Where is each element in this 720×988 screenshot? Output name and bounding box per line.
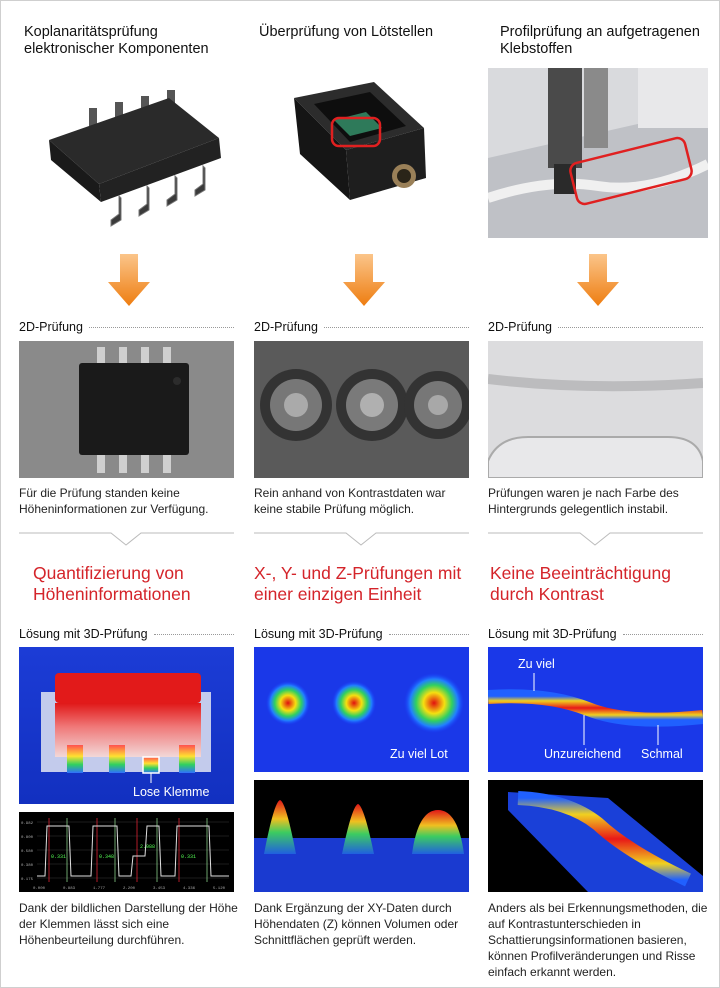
graph-y-tick: 0.580 [21, 850, 34, 854]
graph-x-tick: 3.453 [153, 887, 166, 891]
column-title: Überprüfung von Lötstellen [259, 24, 434, 40]
column-title: Profilprüfung an aufgetragenen Klebstoff… [500, 24, 700, 57]
divider-notch [488, 532, 703, 546]
solder-3d-heatmap: Zu viel Lot [254, 647, 469, 772]
section-3d-header: Lösung mit 3D-Prüfung [19, 626, 234, 642]
description-2d: Rein anhand von Kontrastdaten war keine … [254, 486, 446, 516]
ic-chip-photo [19, 68, 239, 238]
graph-x-tick: 1.777 [93, 887, 106, 891]
graph-value-3: 2.088 [140, 844, 155, 850]
section-2d-label: 2D-Prüfung [488, 320, 552, 334]
column-adhesive-profile: Profilprüfung an aufgetragenen Klebstoff… [488, 0, 708, 988]
headline: Keine Beeinträchtigung durch Kontrast [490, 563, 671, 604]
graph-value-4: 0.331 [181, 854, 196, 860]
section-3d-label: Lösung mit 3D-Prüfung [254, 627, 383, 641]
down-arrow-icon [577, 254, 619, 306]
callout-narrow: Schmal [641, 747, 683, 761]
solder-3d-mounds [254, 780, 469, 892]
column-title: Koplanaritätsprüfung elektronischer Komp… [24, 24, 209, 57]
chip-3d-heatmap: Lose Klemme [19, 647, 234, 804]
headline: Quantifizierung von Höheninformationen [33, 563, 191, 604]
callout-loose-pin: Lose Klemme [133, 785, 210, 799]
section-2d-header: 2D-Prüfung [488, 319, 703, 335]
graph-value-1: 0.331 [51, 854, 66, 860]
divider-notch [19, 532, 234, 546]
graph-y-tick: 0.800 [21, 836, 34, 840]
headline: X-, Y- und Z-Prüfungen mit einer einzige… [254, 563, 462, 604]
section-2d-label: 2D-Prüfung [254, 320, 318, 334]
section-2d-header: 2D-Prüfung [19, 319, 234, 335]
graph-x-tick: 0.883 [63, 887, 76, 891]
section-2d-label: 2D-Prüfung [19, 320, 83, 334]
description-3d: Dank der bildlichen Darstellung der Höhe… [19, 901, 238, 947]
callout-too-much-solder: Zu viel Lot [390, 747, 448, 761]
graph-y-tick: 0.982 [21, 822, 34, 826]
callout-too-much: Zu viel [518, 657, 555, 671]
graph-y-tick: 0.175 [21, 878, 34, 882]
adhesive-3d-surface [488, 780, 703, 892]
section-3d-header: Lösung mit 3D-Prüfung [254, 626, 469, 642]
down-arrow-icon [343, 254, 385, 306]
sensor-housing-photo [254, 68, 474, 238]
graph-value-2: 0.348 [99, 854, 114, 860]
adhesive-2d-image [488, 341, 703, 478]
chip-2d-image [19, 341, 234, 478]
graph-y-tick: 0.380 [21, 864, 34, 868]
height-profile-graph: 0.331 0.348 2.088 0.331 0.982 0.800 0.58… [19, 812, 234, 892]
divider-notch [254, 532, 469, 546]
description-3d: Anders als bei Erkennungsmethoden, die a… [488, 901, 708, 979]
column-solder-joints: Überprüfung von Lötstellen 2D-Prüfung [254, 0, 474, 988]
description-2d: Prüfungen waren je nach Farbe des Hinter… [488, 486, 679, 516]
graph-x-tick: 2.200 [123, 887, 136, 891]
graph-x-tick: 4.336 [183, 887, 196, 891]
adhesive-3d-heatmap: Zu viel Unzureichend Schmal [488, 647, 703, 772]
description-3d: Dank Ergänzung der XY-Daten durch Höhend… [254, 901, 459, 947]
graph-x-tick: 5.120 [213, 887, 226, 891]
dispenser-photo [488, 68, 708, 238]
solder-2d-image [254, 341, 469, 478]
graph-x-tick: 0.000 [33, 887, 46, 891]
section-3d-label: Lösung mit 3D-Prüfung [19, 627, 148, 641]
description-2d: Für die Prüfung standen keine Höheninfor… [19, 486, 209, 516]
section-3d-label: Lösung mit 3D-Prüfung [488, 627, 617, 641]
section-3d-header: Lösung mit 3D-Prüfung [488, 626, 703, 642]
column-coplanarity: Koplanaritätsprüfung elektronischer Komp… [19, 0, 239, 988]
down-arrow-icon [108, 254, 150, 306]
section-2d-header: 2D-Prüfung [254, 319, 469, 335]
callout-insufficient: Unzureichend [544, 747, 622, 761]
